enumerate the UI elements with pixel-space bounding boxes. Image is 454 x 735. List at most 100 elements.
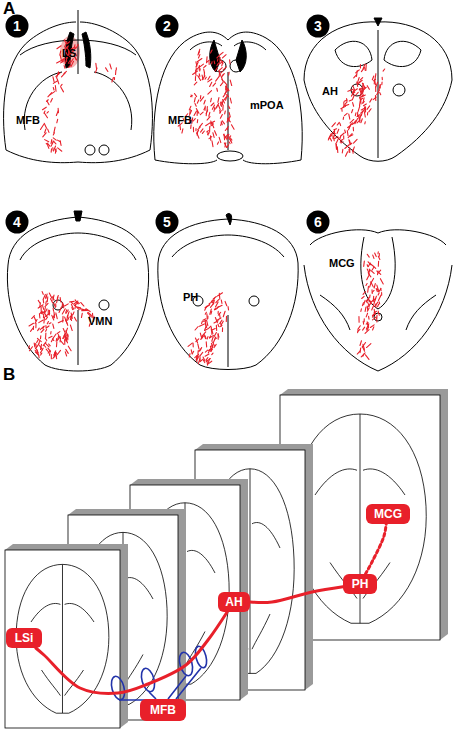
fiber-trace: [49, 322, 51, 324]
fiber-trace: [81, 313, 83, 317]
fiber-trace: [355, 113, 357, 116]
fiber-trace: [217, 59, 219, 61]
fiber-trace: [61, 87, 64, 92]
fiber-trace: [208, 91, 212, 95]
fiber-trace: [337, 137, 339, 142]
fiber-trace: [341, 109, 342, 111]
fiber-trace: [371, 290, 372, 294]
fiber-trace: [40, 336, 41, 339]
fiber-trace: [337, 147, 339, 153]
region-label: MFB: [168, 115, 192, 126]
fiber-trace: [226, 85, 228, 89]
fiber-trace: [35, 344, 39, 349]
fiber-trace: [364, 107, 365, 110]
fiber-trace: [206, 106, 207, 111]
fiber-trace: [222, 105, 223, 110]
fiber-trace: [341, 142, 343, 143]
fiber-trace: [55, 304, 56, 307]
fiber-trace: [229, 136, 230, 138]
fiber-trace: [214, 308, 216, 309]
fiber-trace: [230, 98, 231, 103]
fiber-trace: [60, 55, 61, 60]
fiber-trace: [230, 80, 232, 86]
fiber-trace: [348, 134, 352, 138]
fiber-trace: [106, 68, 108, 72]
fiber-trace: [214, 308, 216, 310]
fiber-trace: [371, 270, 375, 273]
section-5: [158, 219, 298, 263]
fiber-trace: [221, 300, 223, 303]
fiber-trace: [217, 318, 221, 320]
fiber-trace: [204, 72, 205, 76]
fiber-trace: [210, 136, 211, 140]
region-name: MFB: [150, 704, 176, 716]
fiber-trace: [46, 349, 48, 351]
fiber-trace: [64, 60, 66, 64]
fiber-trace: [207, 337, 209, 340]
section-2: [217, 151, 243, 161]
fiber-trace: [65, 352, 66, 356]
fiber-trace: [378, 311, 379, 315]
fiber-trace: [195, 338, 197, 343]
fiber-trace: [201, 321, 203, 323]
section-3: [384, 41, 421, 66]
fiber-trace: [221, 122, 222, 125]
fiber-trace: [207, 117, 210, 120]
section-6: [304, 265, 452, 371]
fiber-trace: [344, 130, 346, 133]
fiber-trace: [378, 293, 379, 295]
fiber-trace: [198, 55, 199, 58]
fiber-trace: [198, 49, 200, 55]
fiber-trace: [367, 286, 369, 292]
fiber-trace: [357, 115, 360, 117]
fiber-trace: [225, 301, 227, 305]
fiber-trace: [64, 66, 66, 69]
labelled-fibers: [29, 40, 385, 365]
fiber-trace: [228, 118, 231, 121]
fiber-trace: [54, 146, 56, 151]
fiber-trace: [213, 83, 216, 86]
fiber-trace: [64, 71, 66, 73]
fiber-trace: [45, 140, 49, 142]
fiber-trace: [335, 137, 338, 139]
fiber-trace: [380, 85, 381, 88]
fiber-trace: [47, 101, 49, 105]
fiber-trace: [358, 77, 360, 82]
fiber-trace: [58, 108, 59, 112]
fiber-trace: [220, 322, 222, 326]
fiber-trace: [345, 145, 349, 149]
fiber-trace: [54, 127, 55, 133]
fiber-trace: [33, 326, 34, 329]
fiber-trace: [341, 106, 346, 108]
region-tag: MCG: [366, 504, 410, 524]
fiber-trace: [222, 328, 223, 332]
fiber-trace: [53, 308, 55, 311]
fiber-trace: [361, 111, 362, 116]
fiber-trace: [358, 106, 360, 112]
section-5: [228, 315, 229, 367]
region-name: PH: [352, 578, 369, 590]
fiber-trace: [199, 74, 201, 77]
fiber-trace: [379, 85, 380, 90]
fiber-trace: [369, 274, 371, 277]
fiber-trace: [226, 316, 227, 321]
fiber-trace: [336, 144, 337, 149]
fiber-trace: [40, 125, 43, 130]
fiber-trace: [381, 82, 382, 85]
fiber-trace: [369, 295, 371, 298]
fiber-trace: [200, 360, 202, 362]
fiber-trace: [224, 143, 226, 148]
fiber-trace: [221, 122, 222, 126]
panel-letter: B: [3, 366, 15, 383]
section-number: 4: [5, 210, 29, 234]
fiber-trace: [69, 65, 71, 67]
fiber-trace: [200, 333, 201, 337]
fiber-trace: [195, 77, 196, 81]
region-label: AH: [322, 86, 338, 97]
fiber-trace: [215, 131, 217, 136]
fiber-trace: [197, 351, 198, 354]
fiber-trace: [360, 341, 362, 346]
fiber-trace: [360, 78, 362, 80]
fiber-trace: [34, 343, 36, 347]
